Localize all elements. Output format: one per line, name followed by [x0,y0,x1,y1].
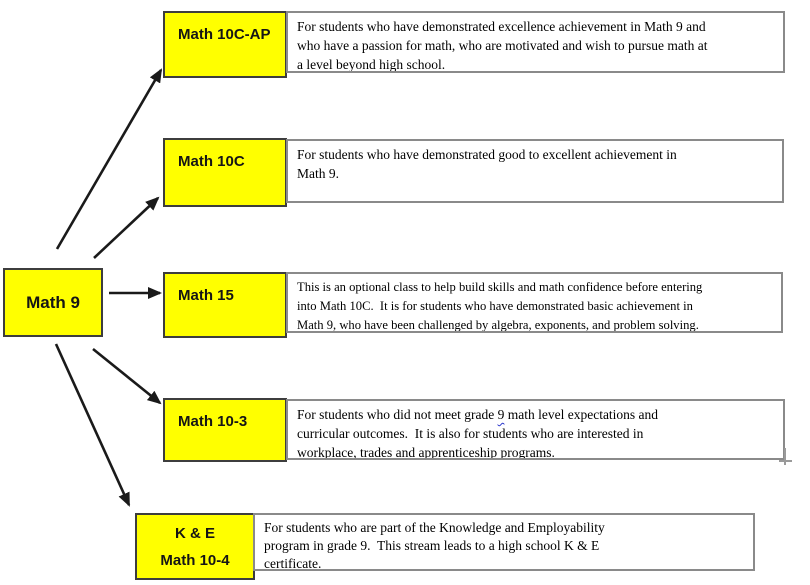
node-math-10c-ap-label: Math 10C-AP [178,26,271,43]
node-math-10-3: Math 10-3 [163,398,287,462]
desc-box-math-10c: For students who have demonstrated good … [286,139,784,203]
desc-text-math-15: This is an optional class to help build … [288,274,781,332]
node-math-9-label: Math 9 [26,292,80,312]
desc-text-math-15-pre: This is an optional class to help build … [297,280,703,332]
grammar-flagged-number: 9 [497,407,505,422]
node-math-10c-ap: Math 10C-AP [163,11,287,78]
textbox-handle-mark [779,460,792,462]
desc-box-math-10-3: For students who did not meet grade 9 ma… [286,399,785,460]
node-ke-label-line2: Math 10-4 [160,551,230,569]
grammar-flagged-phrase: have been challenged [364,318,473,332]
textbox-handle-mark [784,448,786,465]
node-ke-math-10-4: K & E Math 10-4 [135,513,255,580]
node-math-10-3-label: Math 10-3 [178,413,248,430]
arrow-math9-to-math10-3 [92,347,162,405]
desc-text-math-10-3-pre: For students who did not meet grade [297,407,498,422]
desc-text-math-10-3-post: math level expectations and curricular o… [297,407,659,460]
desc-box-math-10c-ap: For students who have demonstrated excel… [286,11,785,73]
node-math-15-label: Math 15 [178,287,234,304]
desc-text-math-10c: For students who have demonstrated good … [297,147,677,181]
arrow-math9-to-ke [54,343,131,507]
desc-text-ke-math-10-4: For students who are part of the Knowled… [264,520,605,571]
desc-box-math-15: This is an optional class to help build … [286,272,783,333]
desc-text-math-10c-ap: For students who have demonstrated excel… [297,19,708,72]
arrow-math9-to-math10c-ap [55,68,163,250]
node-math-9: Math 9 [3,268,103,337]
node-ke-label-line1: K & E [174,524,215,542]
arrow-math9-to-math10c [93,196,160,259]
desc-text-math-10-3: For students who did not meet grade 9 ma… [288,401,783,460]
desc-text-math-15-post: by algebra, exponents, and problem solvi… [472,318,699,332]
desc-box-ke-math-10-4: For students who are part of the Knowled… [253,513,755,571]
node-math-15: Math 15 [163,272,287,338]
node-math-10c-label: Math 10C [178,153,245,170]
node-math-10c: Math 10C [163,138,287,207]
